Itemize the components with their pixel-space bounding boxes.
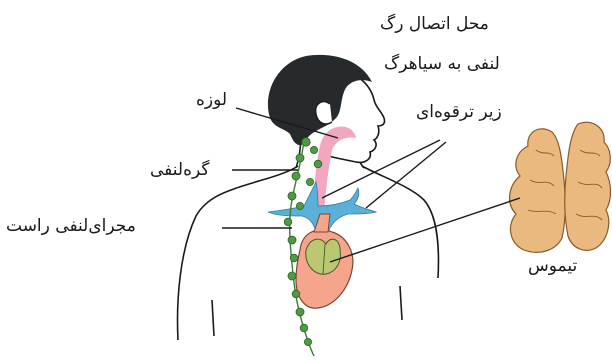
lymph-node [302,138,310,146]
lymph-node [288,192,296,200]
torso-outline-right [362,166,438,278]
lymph-node [292,172,300,180]
lymph-node [296,202,303,209]
lymph-node [290,254,298,262]
thymus-lobe-left [510,129,566,253]
label-tonsil: لوزه [196,92,227,109]
lymph-node [296,308,304,316]
label-subclavian: زیر ترقوه‌ای [416,104,502,121]
lymph-node [296,154,304,162]
lymph-node [314,160,322,168]
torso-outline [178,166,298,340]
lymph-node [304,338,311,345]
label-lymph-node: گره‌لنفی [150,162,209,179]
lymph-node [284,218,292,226]
label-right-duct: مجرای‌لنفی راست [6,218,136,235]
arm-line-right [400,286,402,320]
thymus-large [510,122,611,252]
lymph-node [306,178,313,185]
lymph-node [288,236,296,244]
label-thymus: تیموس [528,258,577,275]
label-junction-line1: محل اتصال رگ [380,16,489,33]
lymph-node [300,324,308,332]
lymph-node [310,146,317,153]
thymus-lobe-right [565,122,611,250]
label-junction-line2: لنفی به سیاهرگ [384,56,500,73]
leader-subclavian-b [366,142,446,208]
lymph-node [288,272,296,280]
ear-outline [316,102,332,124]
arm-line-left [212,300,214,336]
lymph-node [292,290,300,298]
